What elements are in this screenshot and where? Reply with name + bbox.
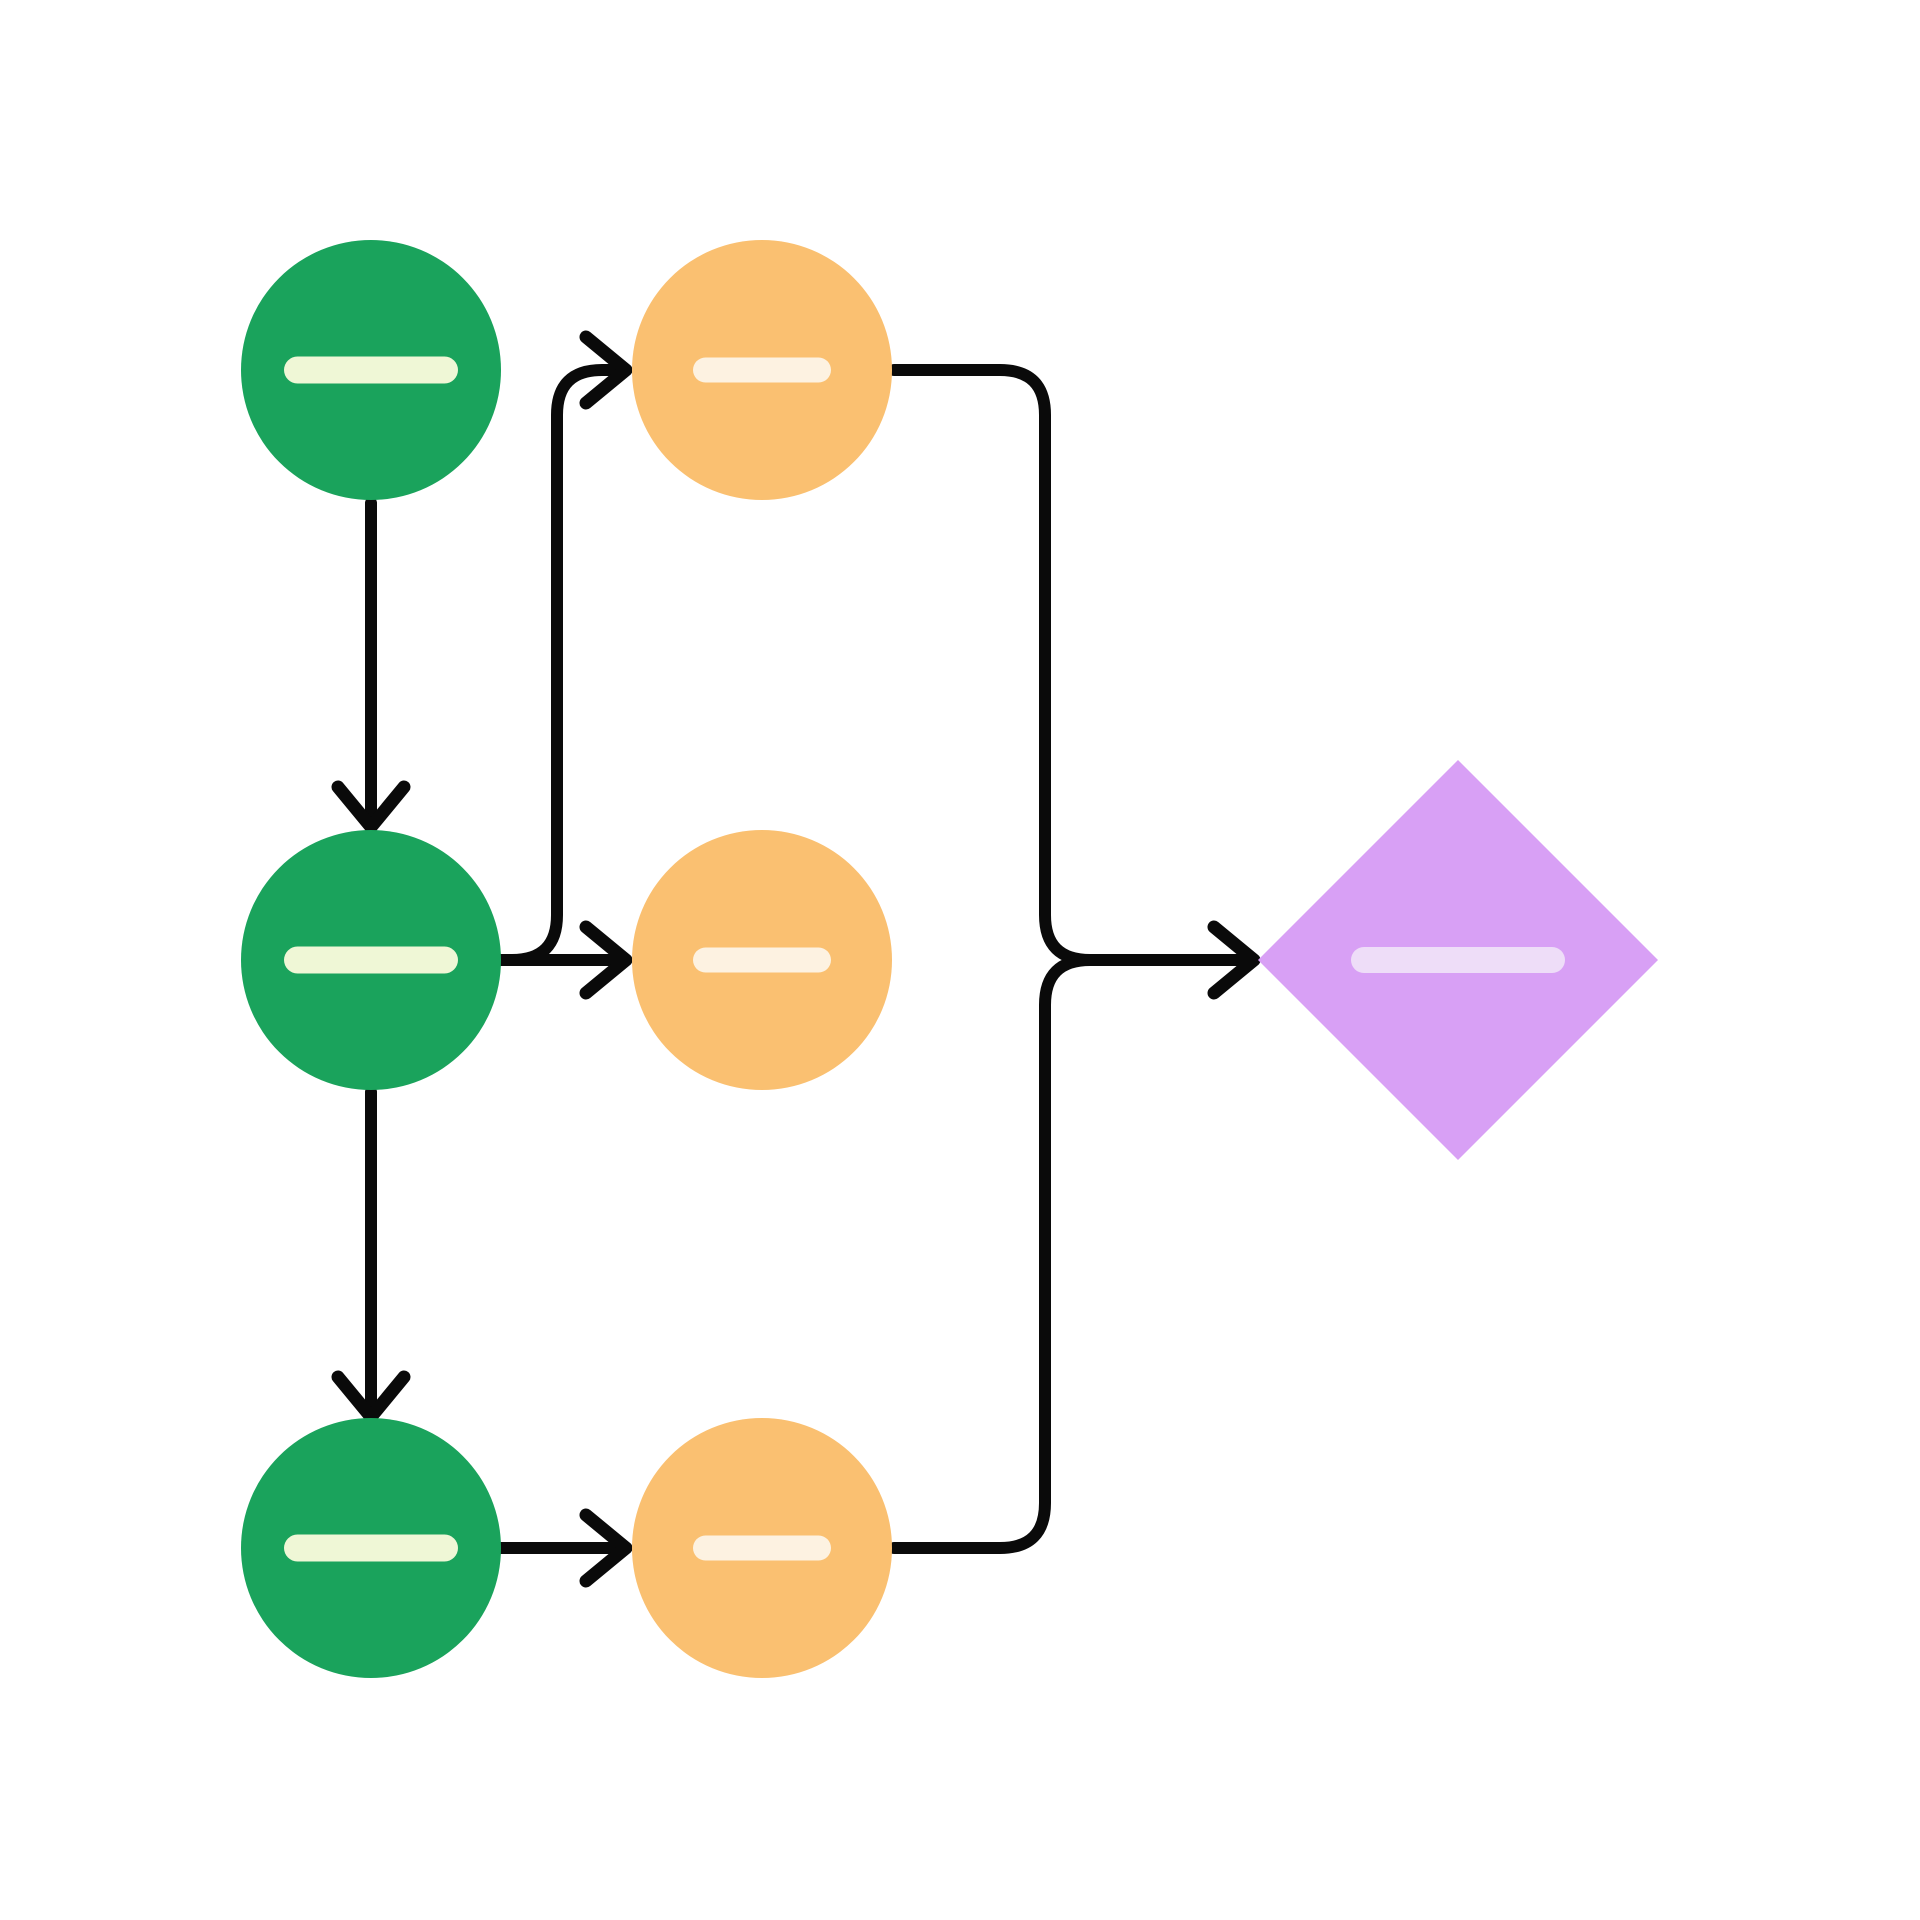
edge-orange1-to-merge <box>888 364 1096 966</box>
edge-green2-to-orange2-arrowhead-icon <box>579 920 633 1000</box>
purple-diamond-node-label-bar <box>1351 947 1565 973</box>
edge-green2-to-green3-arrowhead-icon <box>331 1370 411 1424</box>
edge-green1-to-green2-arrowhead-icon <box>331 780 411 834</box>
green-node-1-label-bar <box>284 356 458 384</box>
orange-node-2-label-bar <box>693 947 831 973</box>
green-node-2-label-bar <box>284 946 458 974</box>
edge-merge-to-diamond-arrowhead-icon <box>1207 920 1261 1000</box>
edge-orange3-to-merge <box>888 954 1096 1554</box>
orange-node-1-label-bar <box>693 357 831 383</box>
orange-node-3-label-bar <box>693 1535 831 1561</box>
edge-green2-to-orange1 <box>495 364 622 966</box>
green-node-3-label-bar <box>284 1534 458 1562</box>
edge-green2-to-orange1-arrowhead-icon <box>579 330 633 410</box>
edge-green3-to-orange3-arrowhead-icon <box>579 1508 633 1588</box>
